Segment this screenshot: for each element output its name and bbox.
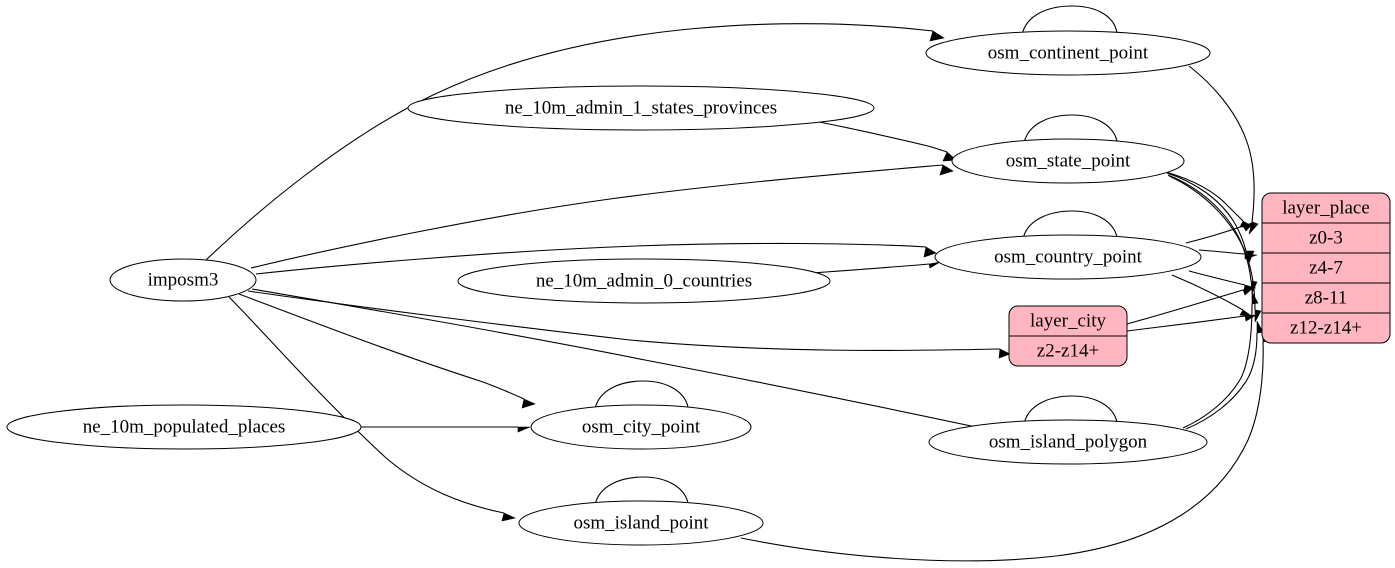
edge-ne-states-to-osm-state-point xyxy=(813,120,957,162)
node-osm-continent-point[interactable]: osm_continent_point xyxy=(925,30,1211,76)
record-title-layer-place: layer_place xyxy=(1282,197,1370,218)
node-label-osm-island-polygon: osm_island_polygon xyxy=(989,431,1148,452)
node-osm-island-polygon[interactable]: osm_island_polygon xyxy=(928,419,1208,465)
node-ne-10m-populated-places[interactable]: ne_10m_populated_places xyxy=(6,404,362,450)
node-label-imposm3: imposm3 xyxy=(148,269,219,290)
node-layer: imposm3 ne_10m_admin_1_states_provinces … xyxy=(6,30,1211,546)
edge-osm-country-point-to-layer-place-z4-7 xyxy=(1198,249,1258,260)
record-row-layer-city-z2-z14[interactable]: z2-z14+ xyxy=(1037,340,1099,361)
node-label-ne-states: ne_10m_admin_1_states_provinces xyxy=(505,97,777,118)
node-label-osm-island-point: osm_island_point xyxy=(573,512,709,533)
node-osm-island-point[interactable]: osm_island_point xyxy=(518,500,764,546)
node-ne-10m-admin-1-states-provinces[interactable]: ne_10m_admin_1_states_provinces xyxy=(407,85,875,131)
record-row-layer-place-z0-3[interactable]: z0-3 xyxy=(1309,227,1343,248)
node-label-osm-continent-point: osm_continent_point xyxy=(988,42,1149,63)
edge-osm-island-polygon-to-layer-place-z8-11 xyxy=(1182,291,1259,429)
record-row-layer-place-z12-z14[interactable]: z12-z14+ xyxy=(1290,317,1362,338)
edge-imposm3-to-osm-island-point xyxy=(228,296,516,522)
edge-ne-countries-to-osm-country-point xyxy=(811,261,941,274)
edge-imposm3-to-osm-city-point xyxy=(238,293,536,409)
edge-layer xyxy=(204,5,1270,562)
edge-layer-city-to-layer-place-z8-11 xyxy=(1126,286,1255,325)
node-label-osm-city-point: osm_city_point xyxy=(582,416,701,437)
node-label-osm-state-point: osm_state_point xyxy=(1006,150,1131,171)
node-label-osm-country-point: osm_country_point xyxy=(994,246,1142,267)
record-node-layer-place[interactable]: layer_place z0-3 z4-7 z8-11 z12-z14+ xyxy=(1261,192,1391,344)
node-ne-10m-admin-0-countries[interactable]: ne_10m_admin_0_countries xyxy=(457,258,831,304)
record-layer: layer_city z2-z14+ layer_place z0-3 z4-7… xyxy=(1008,192,1391,367)
edge-imposm3-to-osm-state-point xyxy=(250,164,954,269)
node-osm-country-point[interactable]: osm_country_point xyxy=(934,234,1202,280)
node-osm-city-point[interactable]: osm_city_point xyxy=(530,404,752,450)
node-label-ne-populated: ne_10m_populated_places xyxy=(83,416,286,437)
node-osm-state-point[interactable]: osm_state_point xyxy=(951,138,1185,184)
edge-ne-populated-to-osm-city-point xyxy=(361,426,531,433)
edge-imposm3-to-osm-continent-point xyxy=(204,23,945,262)
node-imposm3[interactable]: imposm3 xyxy=(109,258,257,302)
edge-osm-state-point-to-layer-place-z12-z14 xyxy=(1168,175,1262,323)
edge-osm-country-point-to-layer-place-z12-z14 xyxy=(1171,274,1254,318)
node-label-ne-countries: ne_10m_admin_0_countries xyxy=(536,270,752,291)
record-node-layer-city[interactable]: layer_city z2-z14+ xyxy=(1008,305,1128,367)
record-row-layer-place-z4-7[interactable]: z4-7 xyxy=(1309,257,1343,278)
edge-osm-island-polygon-to-layer-place-z12-z14 xyxy=(1185,320,1264,430)
edge-osm-country-point-to-layer-place-z0-3 xyxy=(1185,221,1255,244)
edge-layer-city-to-layer-place-z12-z14 xyxy=(1126,314,1257,332)
record-title-layer-city: layer_city xyxy=(1030,310,1106,331)
record-row-layer-place-z8-11[interactable]: z8-11 xyxy=(1305,287,1348,308)
edge-imposm3-to-osm-country-point xyxy=(255,242,937,275)
